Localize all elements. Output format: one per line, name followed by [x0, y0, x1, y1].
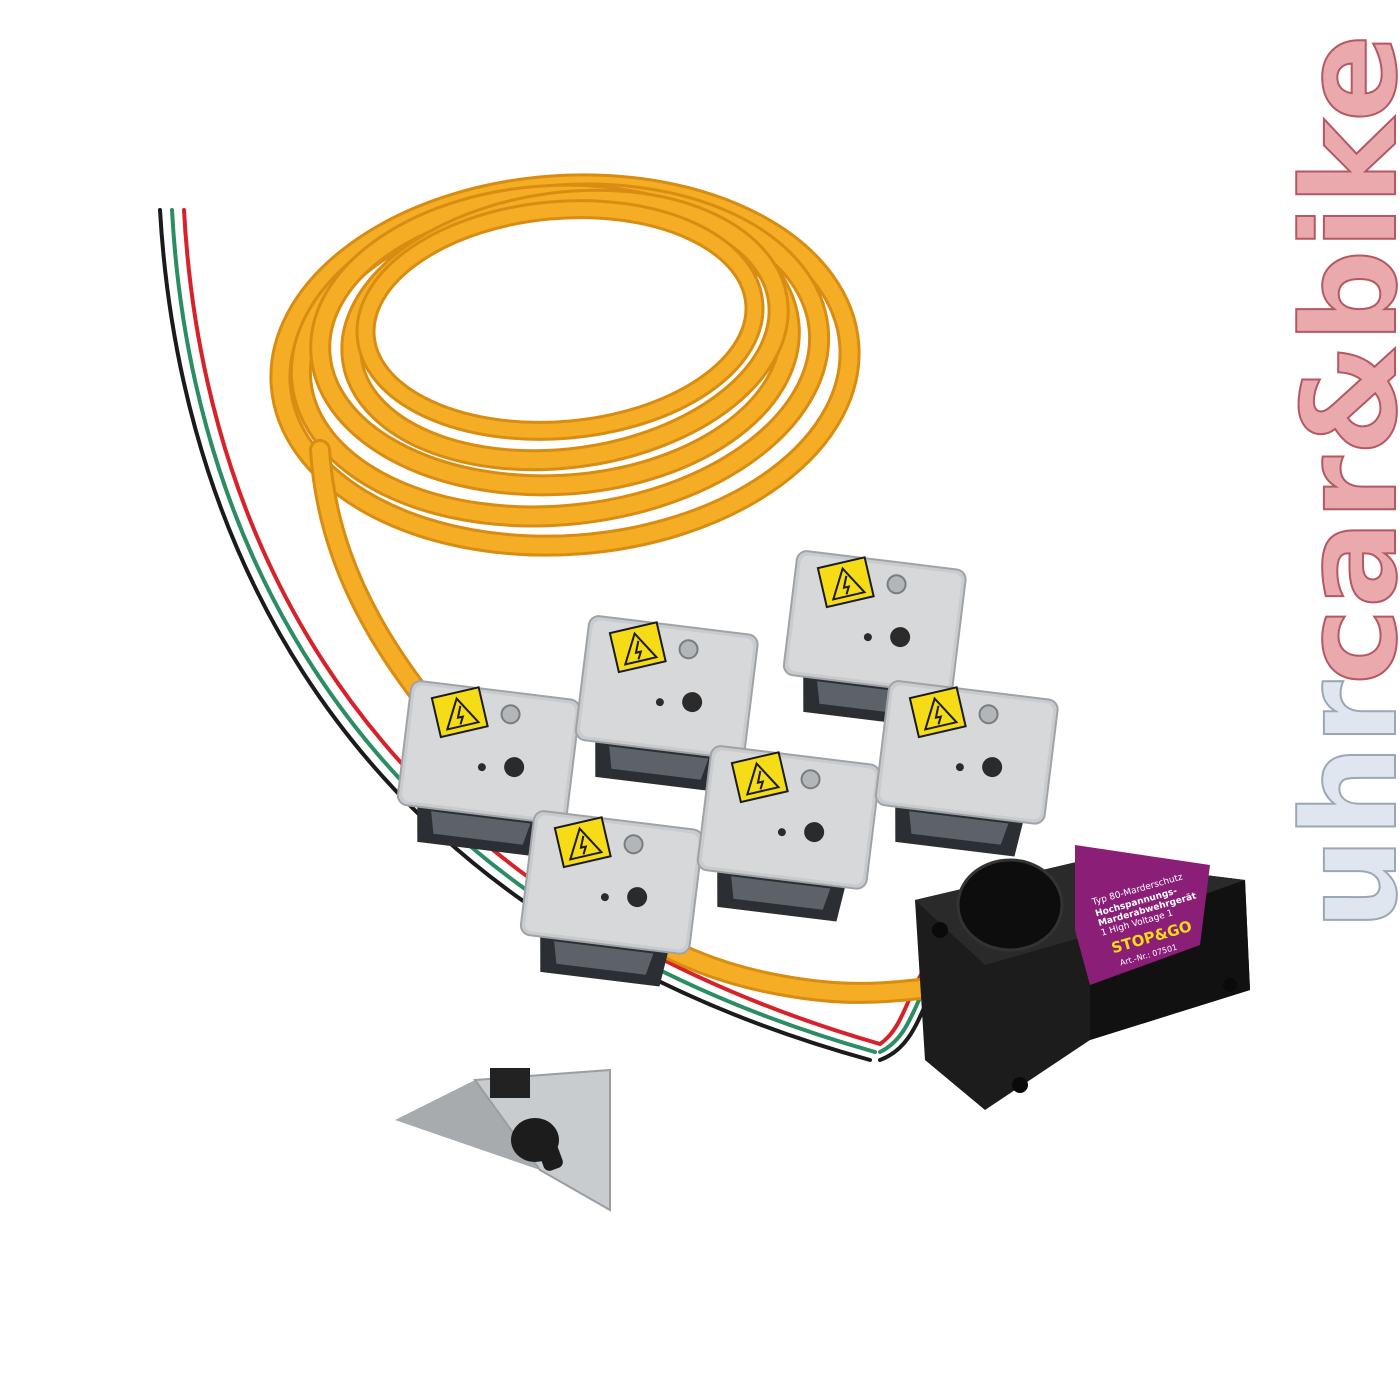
- mounting-bracket: [395, 1068, 611, 1212]
- watermark-text-part2: car&bike: [1274, 34, 1400, 685]
- contact-plate: [691, 743, 882, 926]
- coiled-cable: [269, 173, 971, 1004]
- label-sticker: Typ 80-Marderschutz Hochspannungs- Marde…: [1075, 845, 1210, 985]
- watermark-logo: uhr car&bike: [1273, 33, 1400, 931]
- speaker-icon: [956, 858, 1064, 952]
- contact-plate: [869, 678, 1060, 861]
- control-unit: Typ 80-Marderschutz Hochspannungs- Marde…: [915, 845, 1250, 1110]
- watermark-text-part1: uhr: [1274, 681, 1400, 930]
